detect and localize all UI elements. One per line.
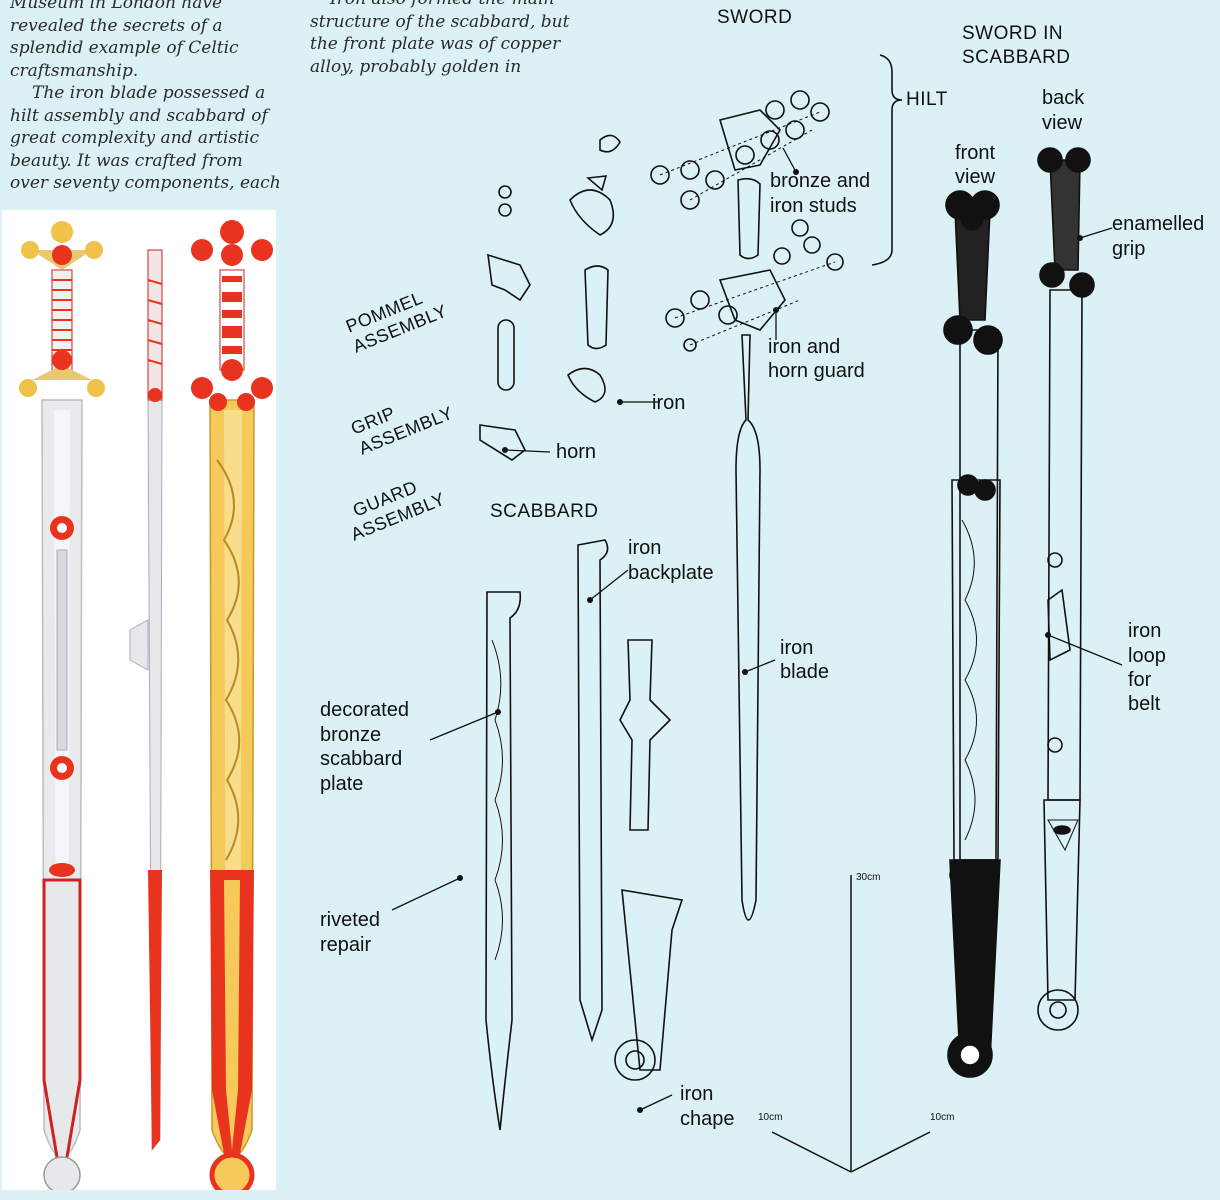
riveted-repair-label-line2: repair [320,934,372,956]
intro-line: The iron blade possessed a [32,83,266,103]
chape-piece [621,889,684,1071]
sword-in-scabbard-heading-line2: SCABBARD [962,47,1071,68]
blade-label-line2: blade [780,661,829,683]
scale-30cm-label: 30cm [856,872,881,883]
back-view-label-line2: view [1042,112,1083,134]
back-view-label-line1: back [1042,87,1085,109]
hilt-bracket [871,54,903,266]
backplate-label-line1: iron [628,537,662,559]
side-view-sword [129,249,163,1152]
front-view-label-line1: front [955,142,996,164]
grip-assembly-parts [567,134,621,403]
decorated-plate-label-line3: scabbard [320,748,403,770]
studs-label-line1: bronze and [770,170,871,192]
decorated-plate-label-line4: plate [320,773,364,795]
belt-loop-label-line4: belt [1128,693,1161,715]
bronze-scabbard-plate [485,591,522,1131]
pommel-assembly-parts [479,185,531,461]
front-view-label-line2: view [955,166,996,188]
sword-in-scabbard-heading-line1: SWORD IN [962,23,1064,44]
sword-heading: SWORD [717,7,793,28]
belt-loop-label-line2: loop [1128,645,1166,667]
backplate-label-line2: backplate [628,562,714,584]
belt-loop-label-line1: iron [1128,620,1162,642]
intro-line: hilt assembly and scabbard of [10,105,268,126]
intro-line: Museum in London have [10,0,223,13]
belt-loop-label-line3: for [1128,669,1152,691]
silver-scabbard-sword [19,221,105,1190]
iron-label: iron [652,392,686,414]
scale-bars [771,875,931,1173]
leader-dots [457,169,1083,1113]
intro-line: Iron also formed the main [310,0,569,11]
hilt-heading: HILT [906,89,948,110]
studs-label-line2: iron studs [770,195,857,217]
blade-label-line1: iron [780,637,814,659]
scabbard-heading: SCABBARD [490,501,599,522]
guard-label-line1: iron and [768,336,841,358]
stud-components [650,90,844,352]
riveted-repair-label-line1: riveted [320,909,381,931]
decorated-plate-label-line2: bronze [320,724,382,746]
scale-10cm-left-label: 10cm [758,1112,783,1123]
intro-line: structure of the scabbard, but [310,11,570,32]
scale-10cm-right-label: 10cm [930,1112,955,1123]
intro-line: splendid example of Celtic [10,38,239,58]
intro-line: revealed the secrets of a [10,15,223,36]
intro-line: great complexity and artistic [10,128,259,148]
color-swords-illustration [19,220,273,1190]
iron-backplate [577,539,609,1043]
intro-line: craftsmanship. [10,60,139,81]
chape-label-line2: chape [680,1108,735,1130]
horn-label: horn [556,441,597,463]
iron-blade-drawing [735,334,761,921]
back-view-sword [1037,147,1095,1031]
assembly-dashed-lines [659,111,836,346]
chape-label-line1: iron [680,1083,714,1105]
intro-text-left: Museum in London have revealed the secre… [10,0,281,195]
intro-text-right: Iron also formed the main structure of t… [310,0,569,78]
intro-line: over seventy components, each [10,173,281,193]
enamelled-grip-label-line2: grip [1112,238,1146,260]
leader-lines [391,147,1123,1111]
front-view-sword [943,190,1003,1078]
color-illustration-panel [2,210,276,1190]
intro-line: beauty. It was crafted from [10,150,243,171]
enamelled-grip-label-line1: enamelled [1112,213,1205,235]
gold-scabbard-sword [191,220,273,1190]
intro-line: the front plate was of copper [310,34,561,54]
guard-label-line2: horn guard [768,360,865,382]
decorated-plate-label-line1: decorated [320,699,409,721]
belt-loop-piece [619,639,672,831]
intro-line: alloy, probably golden in [310,56,522,77]
